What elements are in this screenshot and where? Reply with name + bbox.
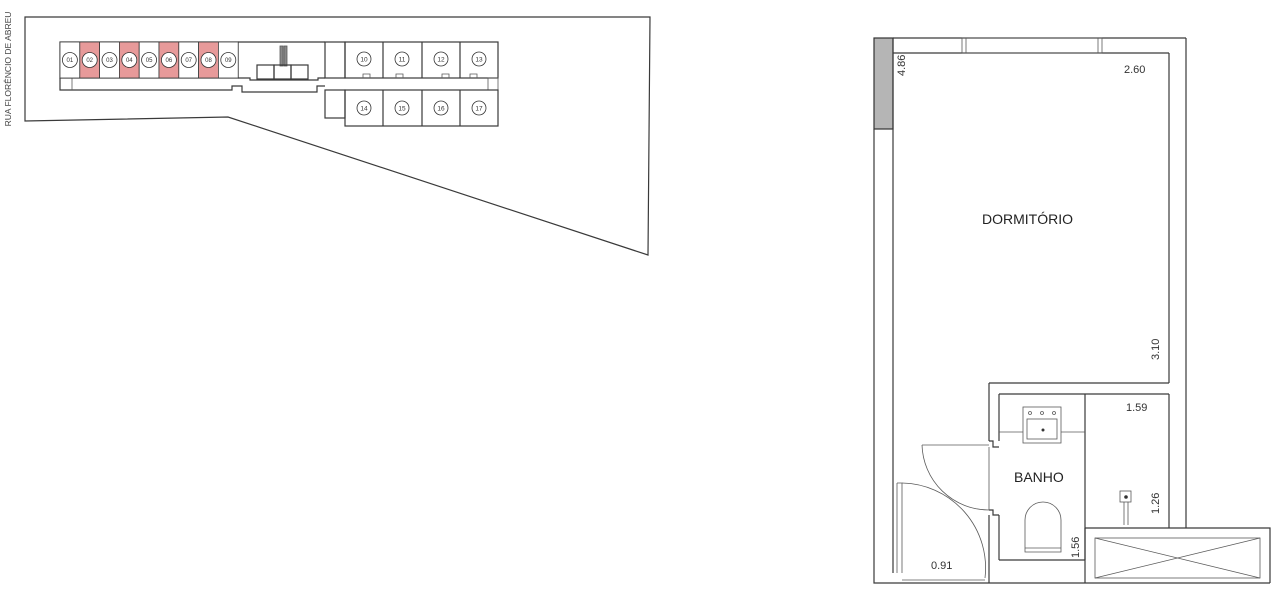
unit-number-04: 04 <box>121 52 138 68</box>
unit-number-02: 02 <box>81 52 98 68</box>
dimension-shower-width: 1.59 <box>1126 402 1148 414</box>
svg-text:10: 10 <box>360 56 368 63</box>
unit-number-06: 06 <box>160 52 177 68</box>
svg-text:05: 05 <box>146 58 153 64</box>
unit-number-15: 15 <box>394 100 410 116</box>
unit-number-14: 14 <box>356 100 372 116</box>
room-label-banho: BANHO <box>1014 469 1064 485</box>
svg-text:12: 12 <box>437 56 445 63</box>
svg-text:07: 07 <box>185 58 192 64</box>
svg-text:09: 09 <box>225 58 232 64</box>
svg-text:03: 03 <box>106 58 113 64</box>
svg-text:08: 08 <box>205 58 212 64</box>
svg-text:14: 14 <box>360 105 368 112</box>
unit-number-17: 17 <box>471 100 487 116</box>
site-plan: 01 02 03 04 05 06 07 08 09 10 11 12 13 14 15 16 17 <box>24 16 651 256</box>
svg-text:06: 06 <box>166 58 173 64</box>
dimension-left-wall: 4.86 <box>896 54 908 76</box>
unit-number-16: 16 <box>433 100 449 116</box>
unit-number-11: 11 <box>394 51 410 67</box>
dimension-right-depth: 3.10 <box>1150 338 1162 360</box>
unit-number-05: 05 <box>141 52 158 68</box>
unit-plan <box>873 37 1271 584</box>
unit-number-12: 12 <box>433 51 449 67</box>
svg-text:17: 17 <box>475 105 483 112</box>
svg-text:02: 02 <box>86 58 93 64</box>
unit-number-10: 10 <box>356 51 372 67</box>
structural-column <box>873 37 894 130</box>
room-label-dormitorio: DORMITÓRIO <box>982 211 1073 227</box>
dimension-door-width: 0.91 <box>931 560 953 572</box>
dimension-bath-depth: 1.56 <box>1070 536 1082 558</box>
unit-number-08: 08 <box>200 52 217 68</box>
svg-text:11: 11 <box>399 56 406 63</box>
svg-text:04: 04 <box>126 58 133 64</box>
dimension-shower-depth: 1.26 <box>1150 492 1162 514</box>
svg-text:16: 16 <box>437 105 445 112</box>
unit-number-07: 07 <box>180 52 197 68</box>
unit-number-09: 09 <box>220 52 237 68</box>
unit-number-13: 13 <box>471 51 487 67</box>
lot-outline <box>24 16 651 256</box>
unit-number-01: 01 <box>62 52 78 68</box>
svg-text:01: 01 <box>67 58 74 64</box>
dimension-top-width: 2.60 <box>1124 64 1146 76</box>
svg-text:15: 15 <box>398 105 406 112</box>
unit-number-03: 03 <box>101 52 118 68</box>
svg-text:13: 13 <box>475 56 483 63</box>
